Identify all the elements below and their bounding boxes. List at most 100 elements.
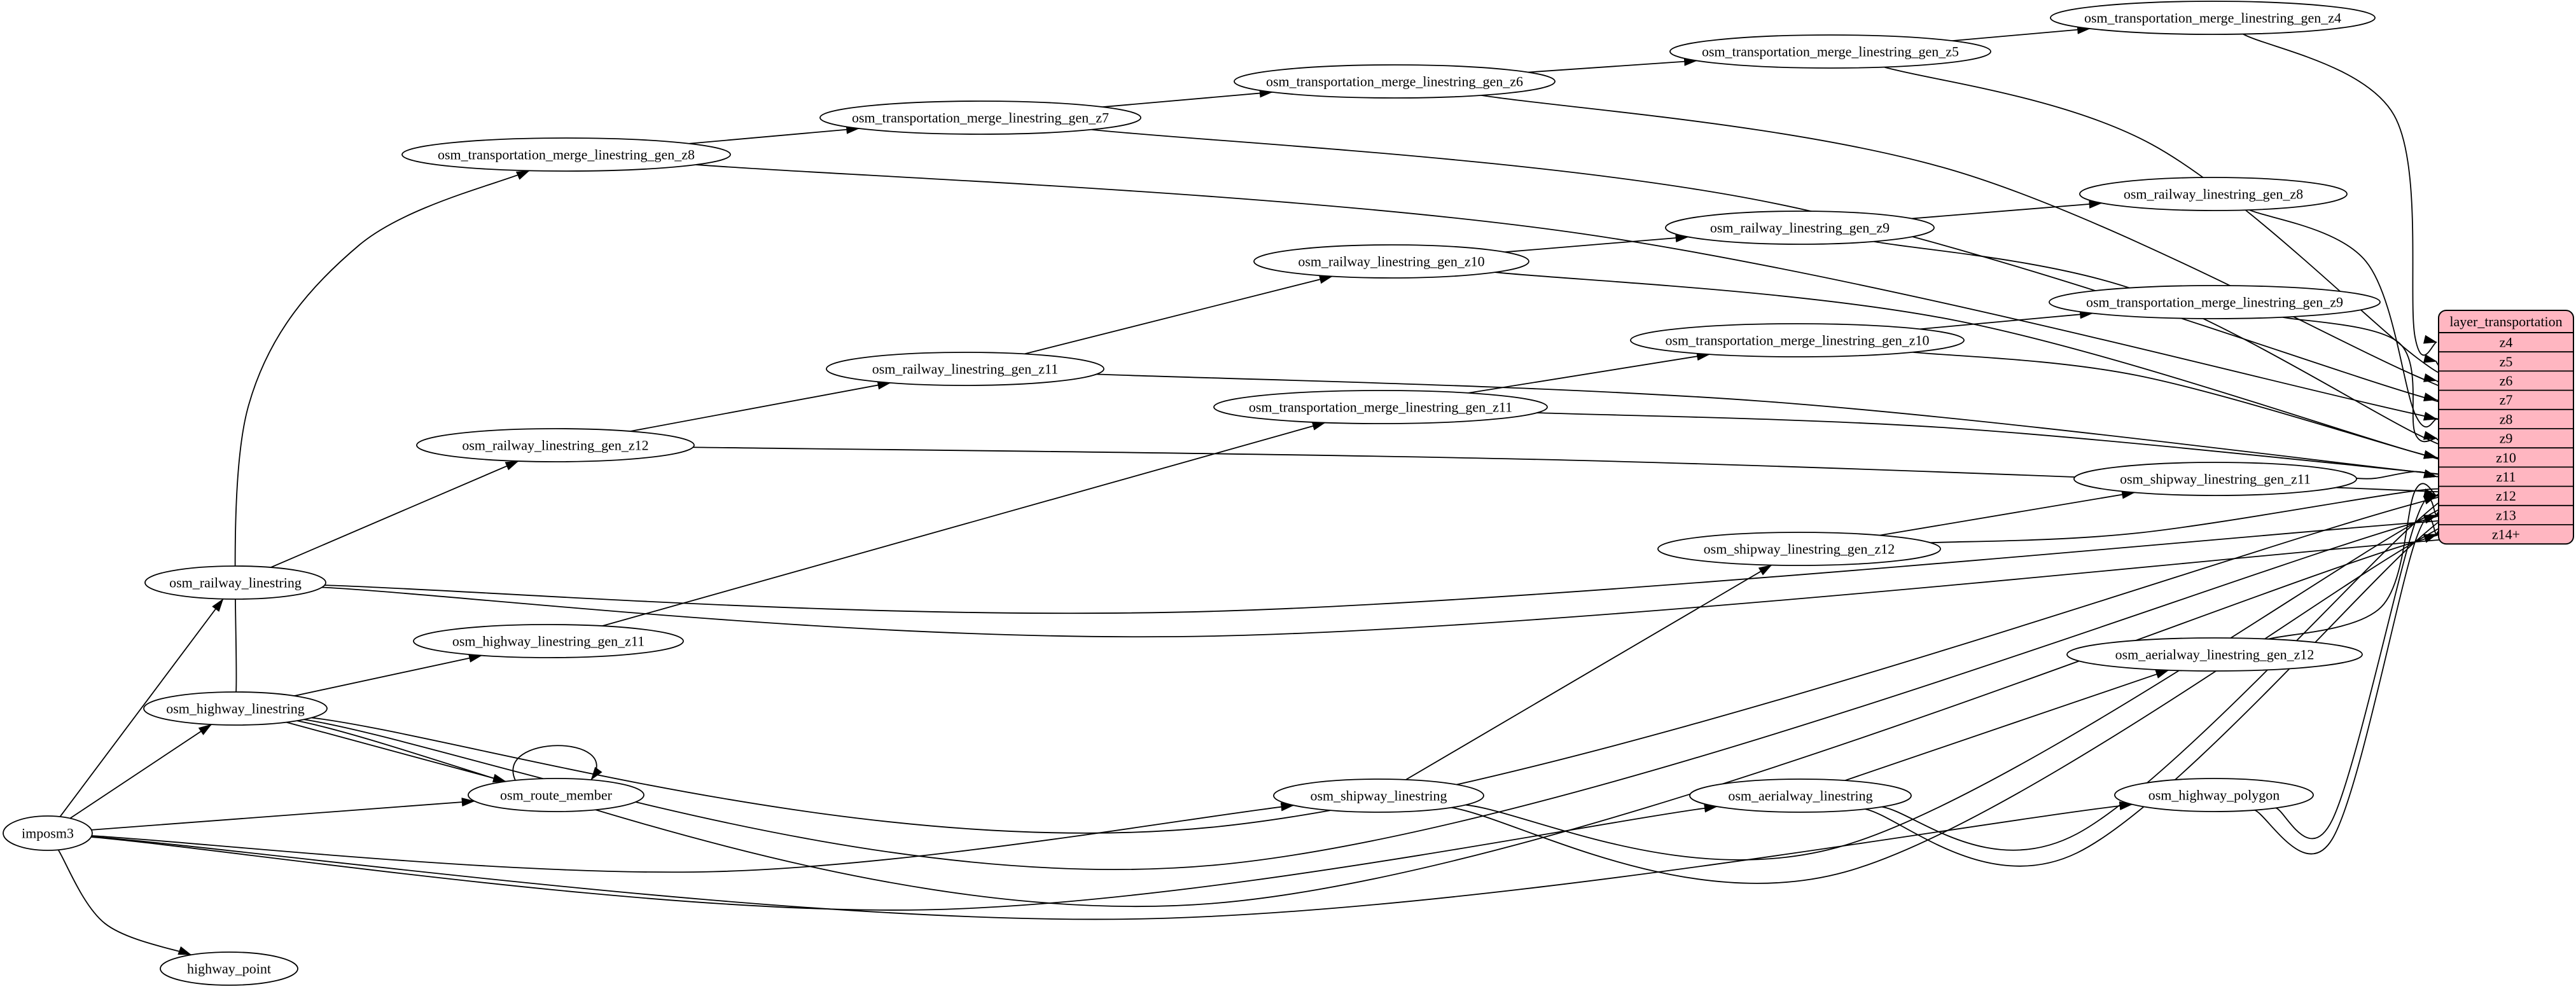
table-row-z8: z8	[2500, 411, 2513, 427]
node-merge_z11-label: osm_transportation_merge_linestring_gen_…	[1249, 399, 1512, 415]
edge-imposm3-highway_polygon	[91, 801, 2133, 920]
node-shipway_z11-label: osm_shipway_linestring_gen_z11	[2120, 471, 2311, 487]
edge-imposm3-route_member	[91, 798, 475, 831]
node-merge_z6-label: osm_transportation_merge_linestring_gen_…	[1266, 73, 1523, 89]
node-merge_z6-shape	[1234, 64, 1556, 99]
node-railway_z8-label: osm_railway_linestring_gen_z8	[2124, 186, 2303, 202]
edge-merge_z6-merge_z5	[1528, 57, 1698, 73]
node-shipway_ls: osm_shipway_linestring	[1273, 778, 1484, 813]
node-aerialway_ls-shape	[1689, 778, 1912, 813]
edge-aerialway_ls-row-z14+	[1865, 516, 2449, 867]
node-merge_z11-shape	[1213, 390, 1548, 424]
node-highway_ls: osm_highway_linestring	[143, 691, 328, 726]
node-merge_z6: osm_transportation_merge_linestring_gen_…	[1234, 64, 1556, 99]
node-merge_z8-label: osm_transportation_merge_linestring_gen_…	[438, 146, 695, 162]
node-imposm3-label: imposm3	[22, 825, 74, 841]
node-merge_z10-shape	[1630, 323, 1965, 357]
edge-railway_ls-row-z14+	[322, 531, 2511, 638]
edge-merge_z4-row-z4	[2243, 33, 2437, 356]
node-shipway_z11-shape	[2073, 462, 2357, 496]
node-railway_z9-label: osm_railway_linestring_gen_z9	[1710, 219, 1890, 235]
node-merge_z7: osm_transportation_merge_linestring_gen_…	[819, 100, 1141, 135]
node-railway_z10: osm_railway_linestring_gen_z10	[1253, 244, 1529, 279]
node-merge_z5-shape	[1669, 34, 1991, 69]
table-row-z6: z6	[2500, 373, 2513, 389]
node-railway_z8: osm_railway_linestring_gen_z8	[2079, 177, 2348, 211]
node-railway_z10-label: osm_railway_linestring_gen_z10	[1298, 253, 1484, 269]
node-shipway_z12-label: osm_shipway_linestring_gen_z12	[1704, 541, 1895, 557]
nodes-layer: osm_transportation_merge_linestring_gen_…	[3, 1, 2381, 986]
node-aerialway_z12-label: osm_aerialway_linestring_gen_z12	[2115, 646, 2315, 662]
edge-imposm3-aerialway_ls	[91, 803, 1718, 911]
edge-shipway_ls-row-z14+	[1451, 515, 2465, 884]
node-railway_z11: osm_railway_linestring_gen_z11	[826, 352, 1104, 386]
table-layer_transportation: layer_transportationz4z5z6z7z8z9z10z11z1…	[2438, 310, 2574, 545]
edge-highway_polygon-row-z14+	[2254, 516, 2437, 855]
node-route_member-shape	[468, 778, 644, 812]
edge-merge_z6-row-z6	[1481, 94, 2457, 393]
node-railway_z9: osm_railway_linestring_gen_z9	[1665, 211, 1935, 245]
edge-merge_z9-row-z9	[2282, 316, 2437, 443]
edge-railway_z8-row-z8	[2249, 209, 2437, 428]
edge-highway_gen_z11-merge_z11	[602, 422, 1326, 627]
edge-railway_z11-railway_z10	[1024, 275, 1333, 355]
node-merge_z4: osm_transportation_merge_linestring_gen_…	[2050, 1, 2376, 35]
node-highway_polygon-shape	[2114, 778, 2314, 812]
edge-railway_z9-railway_z8	[1911, 199, 2103, 219]
edge-highway_ls-row-z14+	[296, 512, 2511, 908]
node-highway_point-shape	[160, 951, 298, 986]
table-row-z13: z13	[2496, 507, 2516, 523]
edge-merge_z7-merge_z6	[1103, 88, 1273, 108]
node-railway_z8-shape	[2079, 177, 2348, 211]
edge-aerialway_z12-row-z12	[2268, 483, 2437, 640]
node-merge_z7-label: osm_transportation_merge_linestring_gen_…	[852, 109, 1109, 125]
edge-imposm3-highway_point	[57, 849, 192, 956]
edge-shipway_z12-row-z12	[1930, 488, 2444, 544]
node-railway_z11-shape	[826, 352, 1104, 386]
node-shipway_z12: osm_shipway_linestring_gen_z12	[1657, 532, 1941, 566]
node-merge_z10-label: osm_transportation_merge_linestring_gen_…	[1665, 332, 1929, 348]
edge-highway_ls-row-z13	[303, 494, 2511, 871]
edge-aerialway_ls-aerialway_z12	[1844, 669, 2169, 782]
node-merge_z10: osm_transportation_merge_linestring_gen_…	[1630, 323, 1965, 357]
table-row-z9: z9	[2500, 431, 2513, 446]
node-aerialway_z12-shape	[2066, 637, 2363, 672]
node-route_member-label: osm_route_member	[500, 787, 613, 803]
node-shipway_ls-shape	[1273, 778, 1484, 813]
node-railway_z9-shape	[1665, 211, 1935, 245]
table-row-z7: z7	[2500, 392, 2513, 408]
node-railway_z12-label: osm_railway_linestring_gen_z12	[462, 437, 648, 453]
edge-route_member-self	[512, 745, 602, 782]
node-shipway_ls-label: osm_shipway_linestring	[1310, 787, 1447, 803]
node-shipway_z11: osm_shipway_linestring_gen_z11	[2073, 462, 2357, 496]
node-shipway_z12-shape	[1657, 532, 1941, 566]
node-highway_ls-label: osm_highway_linestring	[166, 700, 305, 716]
node-merge_z4-label: osm_transportation_merge_linestring_gen_…	[2084, 10, 2341, 25]
node-railway_z10-shape	[1253, 244, 1529, 279]
node-merge_z4-shape	[2050, 1, 2376, 35]
node-merge_z8-shape	[401, 137, 731, 172]
edge-merge_z5-merge_z4	[1952, 25, 2091, 42]
node-merge_z7-shape	[819, 100, 1141, 135]
node-highway_point: highway_point	[160, 951, 298, 986]
edge-shipway_z11-row-z11	[2356, 469, 2437, 480]
table-row-z12: z12	[2496, 488, 2516, 504]
edge-railway_z12-railway_z11	[630, 380, 891, 432]
node-railway_z11-label: osm_railway_linestring_gen_z11	[872, 361, 1058, 377]
node-railway_z12: osm_railway_linestring_gen_z12	[416, 428, 695, 462]
edge-imposm3-shipway_ls	[92, 802, 1295, 873]
node-railway_z12-shape	[416, 428, 695, 462]
node-merge_z11: osm_transportation_merge_linestring_gen_…	[1213, 390, 1548, 424]
edge-imposm3-railway_ls	[59, 598, 224, 817]
edge-merge_z11-merge_z10	[1468, 352, 1711, 394]
table-outline	[2438, 310, 2574, 545]
node-railway_ls: osm_railway_linestring	[144, 565, 326, 600]
node-merge_z8: osm_transportation_merge_linestring_gen_…	[401, 137, 731, 172]
node-merge_z5: osm_transportation_merge_linestring_gen_…	[1669, 34, 1991, 69]
node-imposm3: imposm3	[3, 815, 93, 851]
edge-shipway_z12-shipway_z11	[1879, 490, 2136, 536]
edge-highway_ls-highway_gen_z11	[294, 653, 483, 696]
node-aerialway_z12: osm_aerialway_linestring_gen_z12	[2066, 637, 2363, 672]
